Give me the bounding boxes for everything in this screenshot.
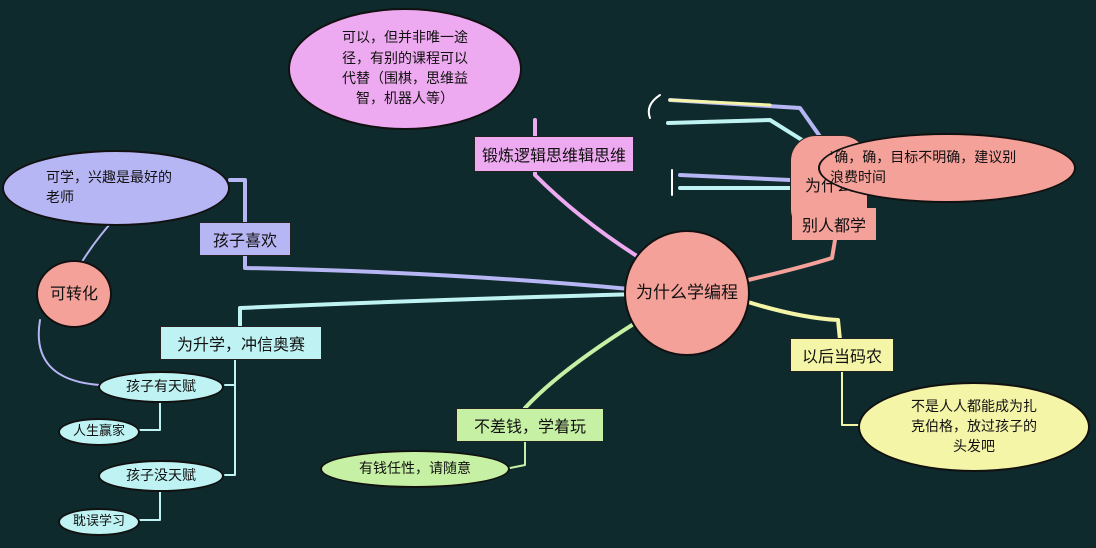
connector-exam-children bbox=[224, 351, 236, 476]
connector-money bbox=[523, 318, 642, 410]
others-label[interactable]: 别人都学 bbox=[792, 208, 876, 240]
connector-money-note bbox=[509, 439, 526, 469]
center-topic-text: 为什么学编程 bbox=[636, 282, 738, 303]
like-note-text: 可学，兴趣是最好的 老师 bbox=[46, 169, 172, 206]
money-label[interactable]: 不差钱，学着玩 bbox=[456, 408, 604, 442]
artifact-line-3 bbox=[678, 173, 792, 182]
connector-exam bbox=[238, 292, 642, 332]
like-label[interactable]: 孩子喜欢 bbox=[199, 222, 291, 256]
connector-coder-note bbox=[841, 369, 859, 426]
waste-node[interactable]: 耽误学习 bbox=[58, 508, 140, 536]
artifact-line-5 bbox=[668, 98, 772, 107]
winner-node[interactable]: 人生赢家 bbox=[58, 418, 140, 446]
coder-label[interactable]: 以后当码农 bbox=[790, 338, 894, 372]
like-note[interactable]: 可学，兴趣是最好的 老师 bbox=[2, 150, 230, 226]
center-topic[interactable]: 为什么学编程 bbox=[624, 230, 750, 356]
exam-label[interactable]: 为升学，冲信奥赛 bbox=[160, 326, 322, 360]
connector-untalent-waste bbox=[139, 489, 161, 521]
logic-note[interactable]: 可以，但并非唯一途 径，有别的课程可以 代替（围棋，思维益 智，机器人等） bbox=[288, 8, 522, 130]
others-note[interactable]: ʾ确，确，目标不明确，建议别 浪费时间 bbox=[818, 133, 1076, 203]
others-note-text: ʾ确，确，目标不明确，建议别 浪费时间 bbox=[830, 149, 1017, 186]
connector-like bbox=[228, 178, 642, 292]
talented-node[interactable]: 孩子有天赋 bbox=[98, 371, 224, 403]
logic-label[interactable]: 锻炼逻辑思维辑思维 bbox=[474, 136, 634, 172]
coder-note-text: 不是人人都能成为扎 克伯格，放过孩子的 头发吧 bbox=[911, 398, 1037, 456]
artifact-arc bbox=[647, 94, 661, 119]
convert-node[interactable]: 可转化 bbox=[36, 260, 112, 328]
connector-convert-talent bbox=[37, 319, 101, 386]
connector-logic bbox=[533, 118, 642, 260]
coder-note[interactable]: 不是人人都能成为扎 克伯格，放过孩子的 头发吧 bbox=[858, 382, 1090, 472]
connector-talent-winner bbox=[139, 397, 161, 431]
logic-note-text: 可以，但并非唯一途 径，有别的课程可以 代替（围棋，思维益 智，机器人等） bbox=[342, 30, 468, 108]
untalented-node[interactable]: 孩子没天赋 bbox=[98, 460, 224, 492]
convert-node-text: 可转化 bbox=[49, 284, 98, 304]
connector-coder bbox=[746, 300, 842, 342]
money-note[interactable]: 有钱任性，请随意 bbox=[320, 450, 510, 488]
connector-others bbox=[746, 238, 837, 282]
